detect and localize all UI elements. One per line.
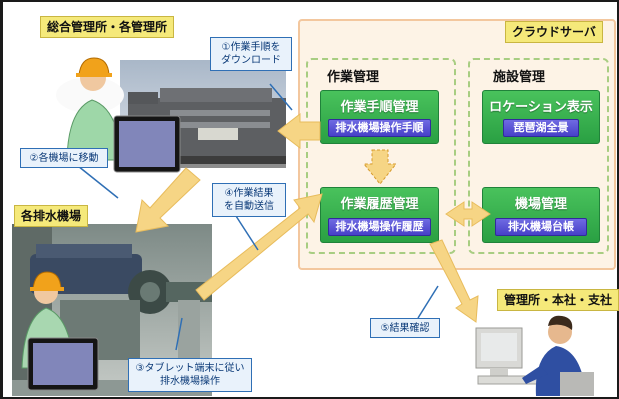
station-title: 機場管理 [514,197,567,212]
step5-callout: ⑤結果確認 [370,318,440,338]
facility-management-group [468,58,609,254]
step3-line2: 排水機場操作 [160,376,220,387]
download-arrow [277,112,321,150]
step1-line1: ①作業手順を [221,42,281,53]
step2-callout: ②各機場に移動 [20,148,108,168]
station-item: 排水機場台帳 [495,218,587,236]
work-history-item: 排水機場操作履歴 [328,218,431,236]
tablet-icon [113,115,181,173]
step2-text: ②各機場に移動 [29,153,99,164]
work-management-group [306,58,456,254]
desktop-computer-icon [475,327,539,385]
step1-line2: ダウンロード [221,55,281,66]
management-label: 総合管理所・各管理所 [40,16,175,38]
step4-line2: を自動送信 [224,201,274,212]
step3-callout: ③タブレット端末に従い 排水機場操作 [128,358,252,392]
work-history-title: 作業履歴管理 [340,197,419,212]
work-procedure-title: 作業手順管理 [340,100,419,115]
callout-pointers [77,83,439,351]
work-procedure-module: 作業手順管理 排水機場操作手順 [320,90,439,144]
confirm-arrow [429,239,479,323]
pump-tablet-icon [27,337,99,391]
cloud-server-label: クラウドサーバ [505,21,603,43]
step4-line1: ④作業結果 [224,188,274,199]
step1-callout: ①作業手順を ダウンロード [210,37,292,71]
work-procedure-item: 排水機場操作手順 [328,119,431,137]
autosend-arrow [195,193,323,301]
facility-management-title: 施設管理 [493,70,546,85]
flow-down-arrow [362,149,398,185]
step5-text: ⑤結果確認 [380,323,430,334]
office-worker-icon [522,315,594,396]
pump-station-label: 各排水機場 [14,205,89,227]
work-history-module: 作業履歴管理 排水機場操作履歴 [320,187,439,243]
move-arrow [135,167,201,233]
step3-line1: ③タブレット端末に従い [135,363,245,374]
flow-arrows [135,112,491,323]
work-management-title: 作業管理 [327,70,380,85]
sync-arrow [445,201,491,227]
offices-label: 管理所・本社・支社 [497,289,619,311]
location-item: 琵琶湖全景 [503,119,579,137]
station-module: 機場管理 排水機場台帳 [482,187,600,243]
location-module: ロケーション表示 琵琶湖全景 [482,90,600,144]
location-title: ロケーション表示 [489,100,593,115]
step4-callout: ④作業結果 を自動送信 [212,183,286,217]
